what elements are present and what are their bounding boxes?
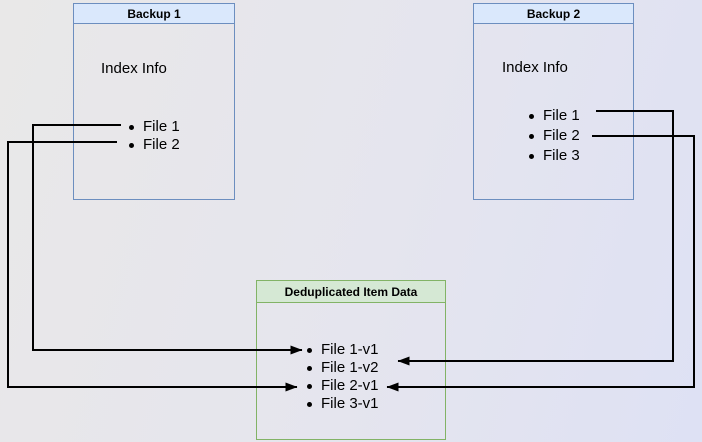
list-item: File 3-v1 — [307, 395, 379, 413]
backup2-index-info-label: Index Info — [502, 59, 568, 76]
list-item: File 3 — [529, 146, 580, 166]
list-item: File 1 — [529, 106, 580, 126]
list-item: File 1-v1 — [307, 341, 379, 359]
list-item: File 2 — [529, 126, 580, 146]
list-item: File 1-v2 — [307, 359, 379, 377]
list-item: File 2 — [129, 136, 180, 154]
backup1-index-info-label: Index Info — [101, 60, 167, 77]
dedup-title: Deduplicated Item Data — [257, 281, 445, 303]
list-item: File 1 — [129, 118, 180, 136]
backup1-title: Backup 1 — [74, 4, 234, 24]
backup2-title: Backup 2 — [474, 4, 633, 24]
list-item: File 2-v1 — [307, 377, 379, 395]
